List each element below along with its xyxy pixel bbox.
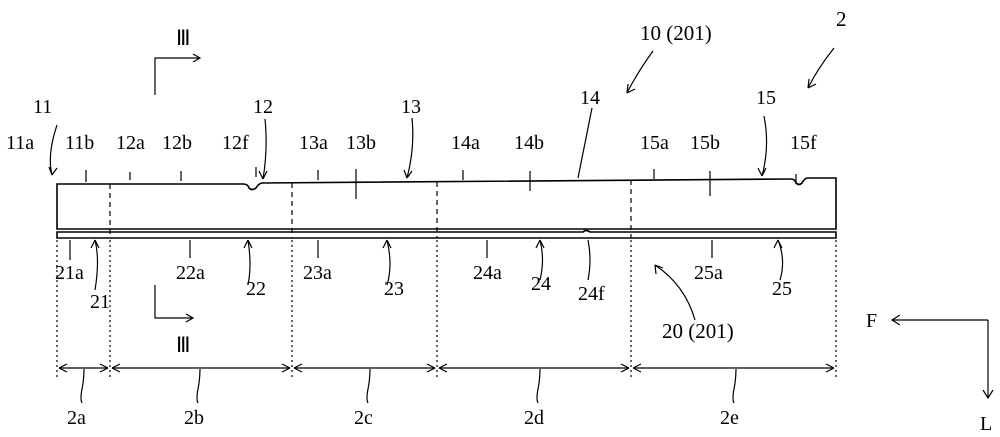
label-12: 12 bbox=[253, 96, 273, 118]
label-12b: 12b bbox=[162, 132, 192, 154]
label-15b: 15b bbox=[690, 132, 720, 154]
label-2: 2 bbox=[836, 7, 847, 31]
label-13a: 13a bbox=[299, 132, 328, 154]
dim-label-2e: 2e bbox=[720, 407, 739, 429]
label-11b: 11b bbox=[65, 132, 94, 154]
dim-label-2a: 2a bbox=[67, 407, 86, 429]
label-21a: 21a bbox=[55, 262, 84, 284]
axis-label-f: F bbox=[866, 310, 877, 332]
dim-label-2b: 2b bbox=[184, 407, 204, 429]
label-11: 11 bbox=[33, 96, 52, 118]
label-12f: 12f bbox=[222, 132, 249, 154]
label-25a: 25a bbox=[694, 262, 723, 284]
section-arrow-top bbox=[155, 54, 200, 95]
axis-label-l: L bbox=[980, 413, 992, 435]
upper-member-outline bbox=[57, 178, 836, 229]
label-15: 15 bbox=[756, 87, 776, 109]
lower-member-outline bbox=[57, 231, 836, 239]
dim-label-2c: 2c bbox=[354, 407, 373, 429]
label-12a: 12a bbox=[116, 132, 145, 154]
leader-arrows-top bbox=[49, 48, 834, 199]
label-22: 22 bbox=[246, 278, 266, 300]
dimension-arrows bbox=[59, 364, 834, 372]
label-11a: 11a bbox=[6, 132, 34, 154]
label-15a: 15a bbox=[640, 132, 669, 154]
axis-arrows bbox=[892, 315, 993, 398]
label-25: 25 bbox=[772, 278, 792, 300]
label-24a: 24a bbox=[473, 262, 502, 284]
label-14: 14 bbox=[580, 87, 600, 109]
label-13: 13 bbox=[401, 96, 421, 118]
label-21: 21 bbox=[90, 291, 110, 313]
label-22a: 22a bbox=[176, 262, 205, 284]
label-23a: 23a bbox=[303, 262, 332, 284]
dim-label-2d: 2d bbox=[524, 407, 544, 429]
label-13b: 13b bbox=[346, 132, 376, 154]
label-15f: 15f bbox=[790, 132, 817, 154]
label-14a: 14a bbox=[451, 132, 480, 154]
dimension-leaders bbox=[81, 369, 736, 403]
label-14b: 14b bbox=[514, 132, 544, 154]
section-arrow-bottom bbox=[155, 285, 193, 322]
label-23: 23 bbox=[384, 278, 404, 300]
label-10: 10 (201) bbox=[640, 21, 712, 45]
label-24: 24 bbox=[531, 273, 551, 295]
label-24f: 24f bbox=[578, 283, 605, 305]
section-mark-bottom: Ⅲ bbox=[176, 333, 190, 357]
section-mark-top: Ⅲ bbox=[176, 26, 190, 50]
label-20: 20 (201) bbox=[662, 319, 734, 343]
